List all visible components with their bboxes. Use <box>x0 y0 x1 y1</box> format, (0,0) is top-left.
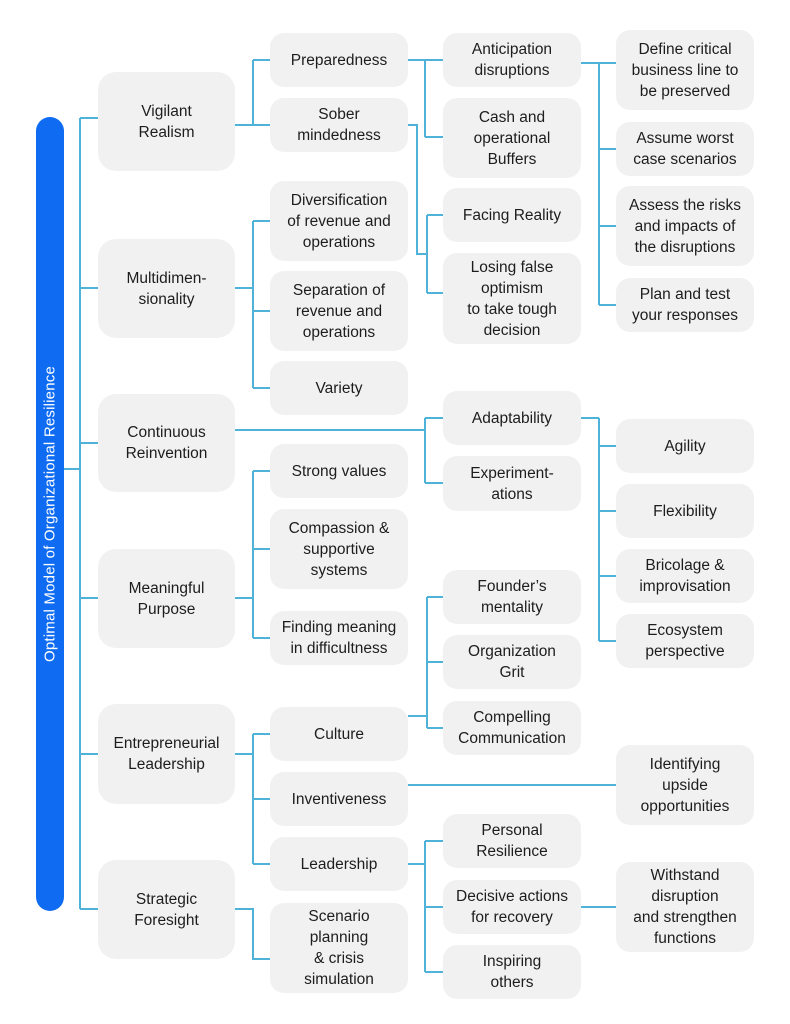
node-label: Continuous Reinvention <box>125 424 208 462</box>
node-label: Scenario planning & crisis simulation <box>304 908 374 988</box>
node-label: Meaningful Purpose <box>128 579 205 618</box>
node-facing-reality: Facing Reality <box>443 188 581 242</box>
node-founders-mentality: Founder’s mentality <box>443 570 581 624</box>
node-label: Sober mindedness <box>297 106 381 144</box>
node-variety: Variety <box>270 361 408 415</box>
node-agility: Agility <box>616 419 754 473</box>
node-label: Agility <box>664 437 706 455</box>
node-diversification: Diversification of revenue and operation… <box>270 181 408 261</box>
node-label: Anticipation disruptions <box>471 41 553 79</box>
node-label: Define critical business line to be pres… <box>631 40 739 100</box>
node-label: Separation of revenue and operations <box>292 281 386 341</box>
node-strategic-foresight: Strategic Foresight <box>98 860 235 959</box>
node-sober-mindedness: Sober mindedness <box>270 98 408 152</box>
node-label: Inventiveness <box>291 790 387 808</box>
node-losing-optimism: Losing false optimism to take tough deci… <box>443 253 581 344</box>
node-inventiveness: Inventiveness <box>270 772 408 826</box>
node-assess-risks: Assess the risks and impacts of the disr… <box>616 186 754 266</box>
node-label: Organization Grit <box>468 643 556 681</box>
node-label: Assume worst case scenarios <box>633 130 737 168</box>
node-label: Multidimen- sionality <box>126 269 207 308</box>
node-adaptability: Adaptability <box>443 391 581 445</box>
node-decisive-actions: Decisive actions for recovery <box>443 880 581 934</box>
node-label: Bricolage & improvisation <box>639 557 731 595</box>
node-assume-worst: Assume worst case scenarios <box>616 122 754 176</box>
node-preparedness: Preparedness <box>270 33 408 87</box>
node-label: Leadership <box>300 855 378 873</box>
connector-culture-branch <box>408 596 443 729</box>
node-withstand-disruption: Withstand disruption and strengthen func… <box>616 862 754 952</box>
node-strong-values: Strong values <box>270 444 408 498</box>
node-compelling-communication: Compelling Communication <box>443 701 581 755</box>
node-label: Experiment- ations <box>470 464 554 503</box>
node-label: Decisive actions for recovery <box>456 888 568 926</box>
node-label: Preparedness <box>290 51 388 69</box>
node-continuous-reinvention: Continuous Reinvention <box>98 394 235 492</box>
root-title-bar: Optimal Model of Organizational Resilien… <box>36 117 64 911</box>
connector-multi-branch <box>235 220 270 389</box>
node-compassion: Compassion & supportive systems <box>270 509 408 589</box>
node-culture: Culture <box>270 707 408 761</box>
connector-vigilant-branch <box>235 59 270 126</box>
node-label: Compassion & supportive systems <box>288 519 390 579</box>
node-multidimensionality: Multidimen- sionality <box>98 239 235 338</box>
node-label: Entrepreneurial Leadership <box>113 735 220 773</box>
node-label: Identifying upside opportunities <box>640 755 730 815</box>
node-label: Inspiring others <box>482 953 542 991</box>
node-label: Withstand disruption and strengthen func… <box>633 867 737 947</box>
node-separation: Separation of revenue and operations <box>270 271 408 351</box>
connector-entrepreneurial-branch <box>235 733 270 865</box>
node-organization-grit: Organization Grit <box>443 635 581 689</box>
node-label: Facing Reality <box>462 206 562 224</box>
node-label: Assess the risks and impacts of the disr… <box>629 196 741 256</box>
node-label: Founder’s mentality <box>477 578 547 616</box>
node-define-critical: Define critical business line to be pres… <box>616 30 754 110</box>
node-personal-resilience: Personal Resilience <box>443 814 581 868</box>
node-scenario-planning: Scenario planning & crisis simulation <box>270 903 408 993</box>
connector-adaptability-branch <box>581 417 616 642</box>
node-label: Cash and operational Buffers <box>473 108 551 168</box>
node-meaningful-purpose: Meaningful Purpose <box>98 549 235 648</box>
node-vigilant-realism: Vigilant Realism <box>98 72 235 171</box>
node-label: Adaptability <box>471 409 553 427</box>
node-bricolage: Bricolage & improvisation <box>616 549 754 603</box>
node-anticipation: Anticipation disruptions <box>443 33 581 87</box>
connector-leadership-branch <box>408 840 443 973</box>
connector-anticipation-branch <box>581 62 616 306</box>
connector-sober-branch <box>408 124 443 294</box>
node-identifying-upside: Identifying upside opportunities <box>616 745 754 825</box>
node-finding-meaning: Finding meaning in difficultness <box>270 611 408 665</box>
node-label: Compelling Communication <box>458 709 566 747</box>
node-leadership: Leadership <box>270 837 408 891</box>
node-label: Personal Resilience <box>476 822 548 860</box>
node-label: Culture <box>314 725 364 743</box>
node-label: Plan and test your responses <box>632 286 738 324</box>
node-label: Losing false optimism to take tough deci… <box>467 258 557 339</box>
connector-preparedness-branch <box>408 59 443 138</box>
node-label: Variety <box>315 379 363 397</box>
node-label: Strong values <box>291 462 387 480</box>
node-ecosystem: Ecosystem perspective <box>616 614 754 668</box>
connector-meaningful-branch <box>235 470 270 639</box>
node-label: Vigilant Realism <box>138 102 195 141</box>
node-plan-test: Plan and test your responses <box>616 278 754 332</box>
node-flexibility: Flexibility <box>616 484 754 538</box>
node-cash-buffers: Cash and operational Buffers <box>443 98 581 178</box>
node-label: Strategic Foresight <box>134 890 199 929</box>
connector-strategic-branch <box>235 908 270 960</box>
root-title: Optimal Model of Organizational Resilien… <box>41 365 59 663</box>
node-label: Diversification of revenue and operation… <box>287 191 391 251</box>
node-label: Ecosystem perspective <box>645 622 725 660</box>
node-label: Flexibility <box>653 502 717 520</box>
node-entrepreneurial-leadership: Entrepreneurial Leadership <box>98 704 235 804</box>
node-label: Finding meaning in difficultness <box>281 619 397 657</box>
node-experimentations: Experiment- ations <box>443 456 581 511</box>
node-inspiring-others: Inspiring others <box>443 945 581 999</box>
